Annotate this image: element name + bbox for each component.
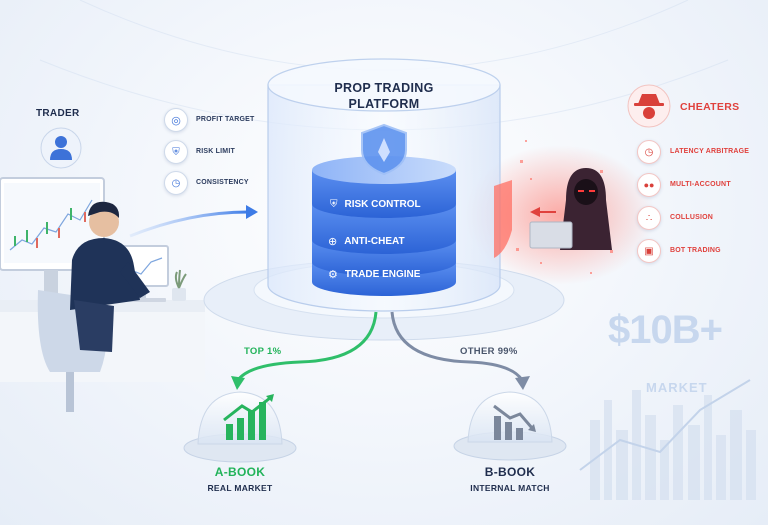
route-a-arrow bbox=[236, 311, 378, 381]
cheat-collusion: COLLUSION bbox=[670, 214, 714, 221]
layer-label: TRADE ENGINE bbox=[344, 269, 421, 280]
layer-label: ANTI-CHEAT bbox=[344, 236, 405, 247]
robot-icon: ▣ bbox=[644, 245, 654, 257]
cheat-latency-arbitrage: LATENCY ARBITRAGE bbox=[670, 148, 750, 155]
bbook-title: B-BOOK bbox=[484, 465, 536, 479]
market-skyline bbox=[590, 390, 756, 500]
platform-title-line1: PROP TRADING bbox=[334, 81, 434, 95]
layer-anti-cheat: ⊕ ANTI-CHEAT bbox=[328, 235, 405, 248]
cheat-bot-trading: BOT TRADING bbox=[670, 247, 721, 254]
cheat-badge-bot: ▣ bbox=[637, 239, 661, 263]
bbook-subtitle: INTERNAL MATCH bbox=[470, 483, 550, 493]
route-b-arrow-head bbox=[515, 376, 530, 390]
trader-arrow bbox=[129, 210, 249, 238]
red-barrier-shield-icon bbox=[494, 180, 512, 258]
hacker-figure bbox=[529, 168, 612, 250]
spy-icon-face bbox=[643, 107, 655, 119]
abook-subtitle: REAL MARKET bbox=[207, 483, 273, 493]
cheater-arrow-head bbox=[530, 207, 540, 217]
cheat-multi-account: MULTI-ACCOUNT bbox=[670, 181, 731, 188]
rule-badge-profit: ◎ bbox=[164, 108, 188, 132]
abook-title: A-BOOK bbox=[214, 465, 266, 479]
shield-icon: ⛨ bbox=[172, 146, 180, 158]
cheat-badge-collusion: ∴ bbox=[637, 206, 661, 230]
network-icon: ∴ bbox=[645, 212, 653, 224]
trader-avatar-body bbox=[50, 149, 72, 160]
rule-consistency: CONSISTENCY bbox=[196, 179, 249, 186]
stopwatch-icon: ◷ bbox=[644, 146, 654, 158]
cheat-badge-multi: ●● bbox=[637, 173, 661, 197]
shield-icon: ⛨ bbox=[330, 199, 338, 210]
gear-icon: ⚙ bbox=[328, 269, 338, 281]
market-label: MARKET bbox=[646, 380, 708, 395]
platform-title-line2: PLATFORM bbox=[348, 97, 420, 111]
market-value: $10B+ bbox=[608, 308, 723, 352]
red-particles bbox=[516, 140, 613, 274]
spy-icon-brim bbox=[634, 103, 664, 106]
trader-arrow-head bbox=[246, 205, 258, 219]
cheaters-title: CHEATERS bbox=[680, 101, 740, 113]
trader-avatar-head bbox=[55, 136, 67, 148]
trader-desk-scene bbox=[0, 177, 205, 412]
route-a-arrow-head bbox=[231, 376, 245, 390]
spy-icon bbox=[638, 94, 660, 104]
crosshair-icon: ⊕ bbox=[328, 236, 338, 248]
platform-title: PROP TRADING PLATFORM bbox=[300, 80, 468, 112]
layer-trade-engine: ⚙ TRADE ENGINE bbox=[328, 268, 420, 281]
layer-label: RISK CONTROL bbox=[344, 199, 421, 210]
shield-star-mark bbox=[378, 138, 390, 162]
layer-risk-control: ⛨ RISK CONTROL bbox=[330, 199, 421, 210]
rule-badge-risk: ⛨ bbox=[164, 140, 188, 164]
clock-icon: ◷ bbox=[171, 177, 181, 189]
target-icon: ◎ bbox=[171, 114, 181, 127]
route-a-label: TOP 1% bbox=[244, 346, 282, 357]
rule-profit-target: PROFIT TARGET bbox=[196, 116, 255, 123]
route-b-label: OTHER 99% bbox=[460, 346, 518, 357]
market-trend-line bbox=[579, 379, 751, 471]
trader-title: TRADER bbox=[36, 108, 80, 119]
cheat-badge-latency: ◷ bbox=[637, 140, 661, 164]
rule-badge-consistency: ◷ bbox=[164, 171, 188, 195]
rule-risk-limit: RISK LIMIT bbox=[196, 148, 235, 155]
abook-dome bbox=[183, 391, 297, 463]
bbook-dome bbox=[453, 391, 567, 461]
users-icon: ●● bbox=[643, 180, 655, 190]
route-b-arrow bbox=[390, 311, 524, 381]
